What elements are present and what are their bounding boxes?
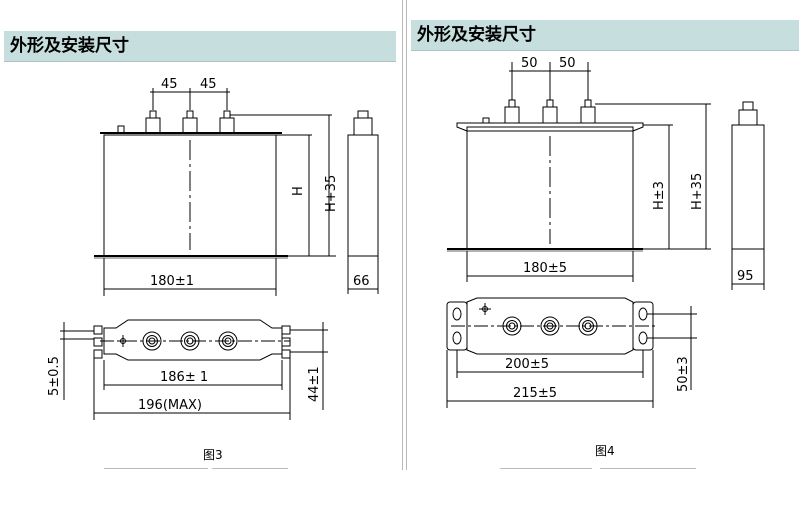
- fig3-dim-width-side: 66: [353, 274, 370, 289]
- fig4-dim-mount-outer: 215±5: [513, 386, 557, 401]
- fig3-side-outline: [347, 134, 379, 257]
- fig4-dim-terminal-2: 50: [559, 56, 576, 71]
- figure3-drawing: 45 45 180±1 66 186± 1 196(MAX) H H+35 5±…: [47, 77, 379, 420]
- fig3-dim-height: H: [291, 186, 306, 196]
- fig3-dim-terminal-2: 45: [200, 77, 217, 92]
- fig4-dim-terminal-1: 50: [521, 56, 538, 71]
- fig3-dim-width-front: 180±1: [150, 274, 194, 289]
- fig4-dim-height: H±3: [652, 181, 667, 210]
- fig4-mount-plate: [466, 297, 634, 355]
- fig4-dim-mount-inner: 200±5: [505, 357, 549, 372]
- figure4-drawing: 50 50 180±5 95 200±5 215±5 H±3 H+35 50±3: [446, 56, 765, 408]
- fig3-dim-mount-outer: 196(MAX): [138, 398, 202, 413]
- fig4-dim-height-plus: H+35: [690, 173, 705, 210]
- fig4-dim-mount-right: 50±3: [676, 356, 691, 392]
- fig3-dim-mount-inner: 186± 1: [160, 370, 208, 385]
- figure3-header: 外形及安装尺寸: [4, 31, 396, 62]
- fig3-dim-mount-right: 44±1: [307, 366, 322, 402]
- fig3-dim-terminal-1: 45: [161, 77, 178, 92]
- fig3-dim-mount-left: 5±0.5: [47, 356, 62, 396]
- figure4-panel: 外形及安装尺寸: [406, 0, 804, 470]
- fig3-dim-height-plus: H+35: [324, 175, 339, 212]
- fig4-dim-width-side: 95: [737, 269, 754, 284]
- figure3-caption: 图3: [203, 448, 223, 462]
- fig4-side-outline: [731, 124, 765, 250]
- figure4-caption: 图4: [595, 444, 615, 458]
- figure4-header: 外形及安装尺寸: [411, 20, 799, 51]
- figure3-panel: 外形及安装尺寸: [0, 0, 403, 470]
- fig4-dim-width-front: 180±5: [523, 261, 567, 276]
